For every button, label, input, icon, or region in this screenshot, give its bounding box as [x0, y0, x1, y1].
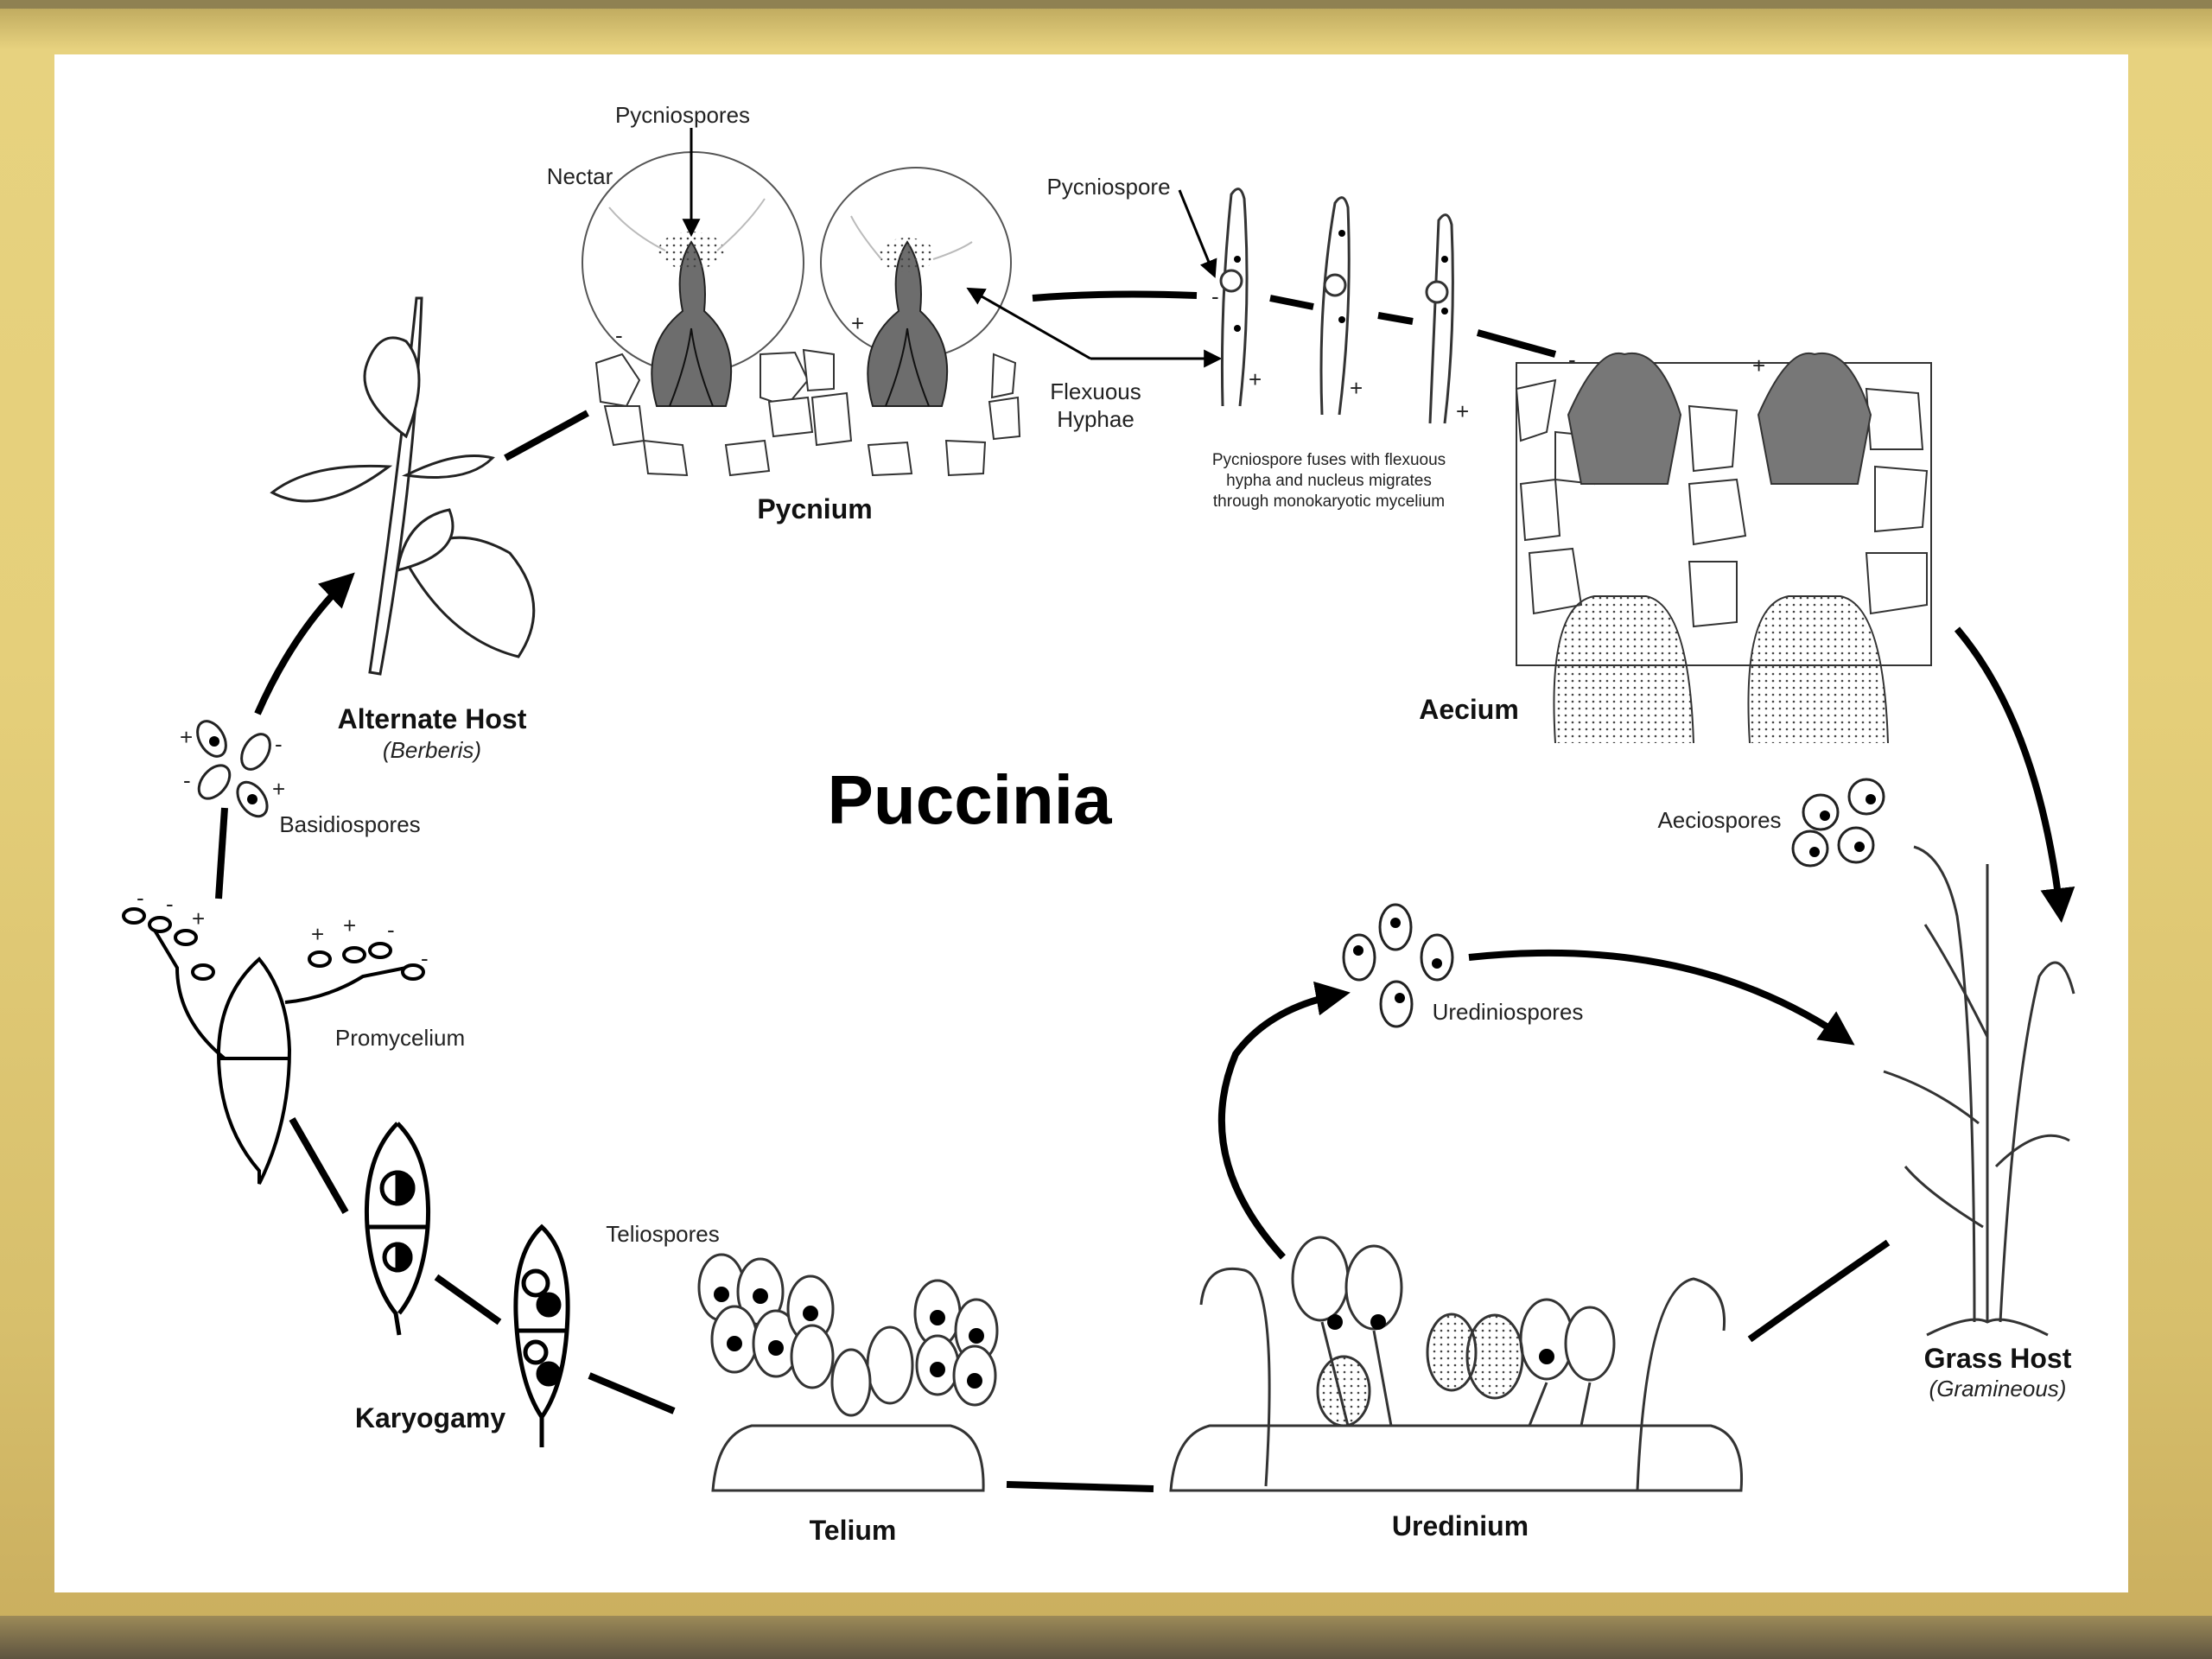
promycelium-illustration [122, 907, 425, 1185]
minus-mark: - [1568, 346, 1576, 372]
label-fusion-note-line3: through monokaryotic mycelium [1213, 493, 1445, 511]
aecium-illustration [1515, 352, 1932, 744]
diagram-panel [54, 54, 2128, 1592]
label-alternate-host-sub: (Berberis) [383, 737, 481, 763]
label-telium: Telium [810, 1515, 897, 1546]
minus-mark: - [137, 885, 144, 911]
minus-mark: - [421, 945, 429, 971]
label-alternate-host: Alternate Host [338, 703, 527, 734]
label-grass-host-sub: (Gramineous) [1929, 1376, 2067, 1402]
plus-mark: + [1752, 353, 1765, 378]
plus-mark: + [1456, 398, 1469, 424]
karyogamy-illustration [364, 1122, 570, 1447]
label-fusion-note-line2: hypha and nucleus migrates [1226, 472, 1432, 490]
label-pycniospore: Pycniospore [1046, 174, 1170, 200]
label-flexuous-hyphae-line2: Hyphae [1057, 406, 1135, 432]
urediniospores-illustration [1342, 903, 1454, 1028]
diagram-labels: Pycniospores Nectar Pycniospore Flexuous… [279, 102, 2071, 1546]
pycnium-illustration [582, 151, 1021, 477]
telium-illustration [697, 1253, 999, 1492]
plus-mark: + [851, 310, 864, 336]
label-basidiospores: Basidiospores [279, 811, 420, 837]
label-aeciospores: Aeciospores [1657, 807, 1781, 833]
plus-mark: + [272, 776, 285, 802]
label-grass-host: Grass Host [1924, 1343, 2072, 1374]
minus-mark: - [183, 767, 191, 793]
label-karyogamy: Karyogamy [355, 1402, 506, 1433]
alternate-host-illustration [270, 296, 536, 676]
basidiospores-illustration [196, 720, 271, 818]
label-pycniospores: Pycniospores [615, 102, 750, 128]
minus-mark: - [166, 891, 174, 917]
grass-host-illustration [1883, 845, 2075, 1337]
label-pycnium: Pycnium [757, 493, 872, 524]
plus-mark: + [192, 906, 205, 931]
plus-mark: + [180, 724, 193, 750]
flexuous-hyphae-illustration [1219, 188, 1454, 424]
label-nectar: Nectar [547, 163, 613, 189]
label-fusion-note-line1: Pycniospore fuses with flexuous [1212, 451, 1446, 469]
label-teliospores: Teliospores [606, 1221, 720, 1247]
minus-mark: - [275, 731, 283, 757]
minus-mark: - [387, 917, 395, 943]
cycle-connectors [215, 290, 2075, 1492]
minus-mark: - [1211, 283, 1219, 309]
diagram-title: Puccinia [827, 761, 1112, 838]
label-aecium: Aecium [1419, 694, 1519, 725]
mating-marks: - + - + + + - + + - - + - - + + + - - [137, 283, 1765, 971]
frame-band-top [0, 0, 2212, 9]
plus-mark: + [311, 921, 324, 947]
plus-mark: + [1350, 375, 1363, 401]
label-urediniospores: Urediniospores [1433, 999, 1584, 1025]
minus-mark: - [615, 322, 623, 348]
plus-mark: + [343, 912, 356, 938]
aeciospores-illustration [1791, 778, 1885, 868]
plus-mark: + [1249, 366, 1262, 392]
label-uredinium: Uredinium [1392, 1510, 1529, 1541]
frame-band-bottom [0, 1616, 2212, 1659]
label-flexuous-hyphae-line1: Flexuous [1050, 378, 1141, 404]
label-promycelium: Promycelium [335, 1025, 465, 1051]
uredinium-illustration [1169, 1236, 1744, 1492]
